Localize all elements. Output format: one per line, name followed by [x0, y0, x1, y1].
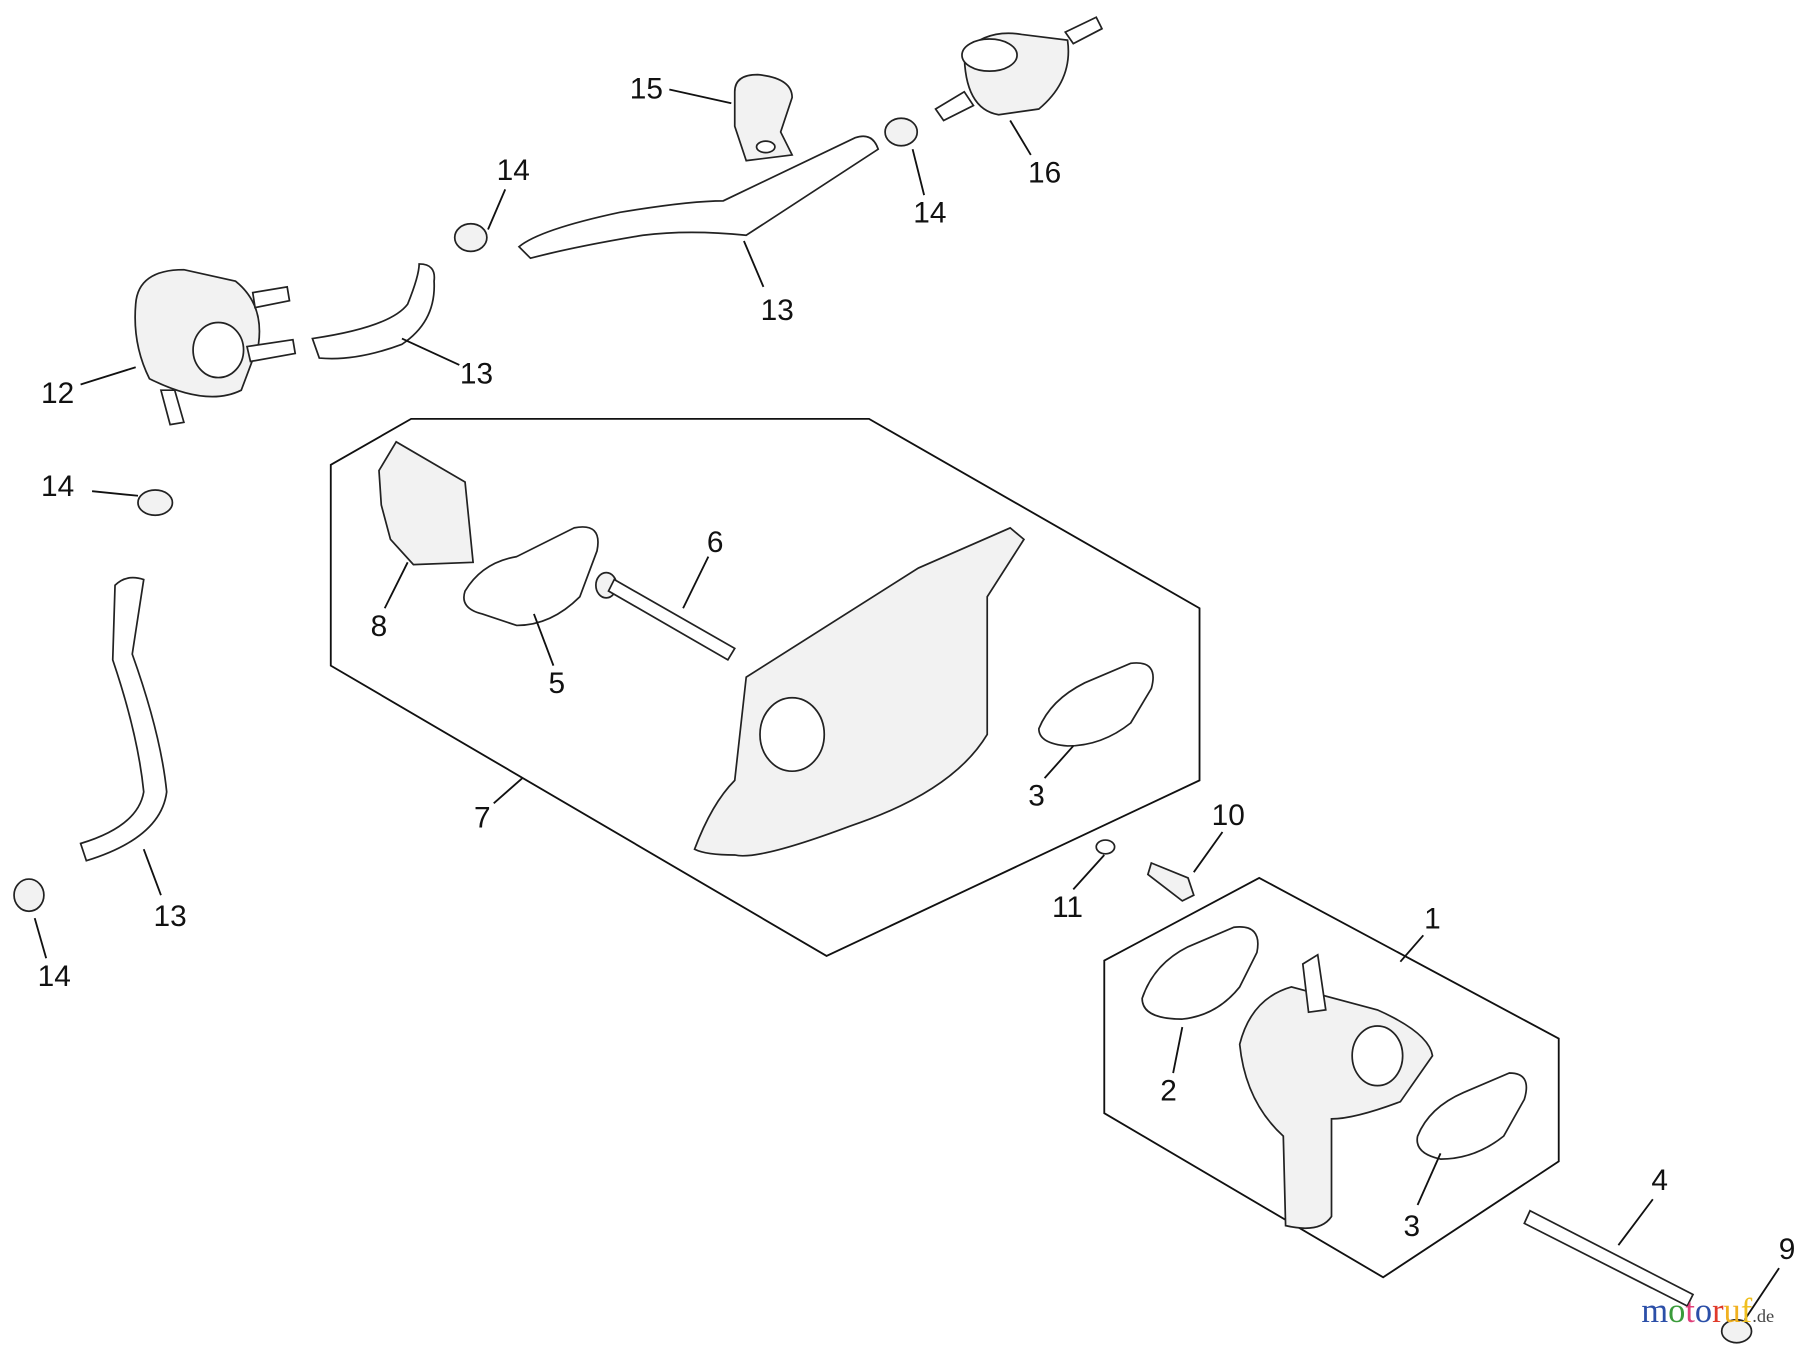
- part-fuel-pump: [134, 268, 297, 426]
- part-fuel-hose-short: [311, 263, 436, 360]
- part-bracket: [378, 440, 475, 566]
- part-gasket-5: [463, 526, 599, 627]
- part-fuel-filter: [934, 16, 1104, 122]
- callout-16: 16: [1028, 156, 1061, 189]
- callout-14: 14: [913, 197, 946, 230]
- part-stud-4: [1523, 1209, 1695, 1308]
- callout-14: 14: [497, 154, 530, 187]
- callout-12: 12: [41, 377, 74, 410]
- part-nut-9: [1720, 1318, 1753, 1344]
- kit-box-7: [329, 417, 1201, 957]
- callout-14: 14: [41, 470, 74, 503]
- callout-13: 13: [460, 357, 493, 390]
- part-bolt-6: [595, 571, 736, 662]
- callout-1: 1: [1424, 902, 1441, 935]
- watermark-logo: motoruf.de: [1641, 1292, 1774, 1330]
- part-spacer-port: [759, 696, 826, 773]
- callout-15: 15: [630, 73, 663, 106]
- part-fuel-hose-lower: [79, 576, 168, 862]
- part-screw-10: [1146, 861, 1195, 902]
- callout-7: 7: [474, 801, 491, 834]
- callout-9: 9: [1779, 1233, 1796, 1266]
- leader-lines: [33, 88, 1780, 1321]
- part-hose-clamps: [13, 117, 919, 913]
- part-washer-11: [1095, 839, 1116, 855]
- callout-6: 6: [707, 526, 724, 559]
- callout-14: 14: [38, 960, 71, 993]
- callout-5: 5: [549, 667, 566, 700]
- part-hose-clip: [733, 73, 794, 162]
- callout-2: 2: [1160, 1075, 1177, 1108]
- callout-3: 3: [1028, 780, 1045, 813]
- part-carburetor: [1238, 953, 1434, 1229]
- callout-4: 4: [1651, 1164, 1668, 1197]
- part-spacer-housing: [693, 526, 1026, 857]
- callout-11: 11: [1052, 891, 1083, 924]
- part-fuel-hose-upper: [517, 135, 880, 260]
- callout-3: 3: [1404, 1210, 1421, 1243]
- callout-8: 8: [371, 610, 388, 643]
- part-gasket-3-lower: [1416, 1072, 1528, 1160]
- part-gasket-2: [1141, 926, 1259, 1020]
- kit-box-1: [1103, 876, 1560, 1279]
- part-gasket-3-upper: [1038, 662, 1154, 747]
- callout-13: 13: [761, 294, 794, 327]
- callout-13: 13: [154, 900, 187, 933]
- callout-10: 10: [1212, 799, 1245, 832]
